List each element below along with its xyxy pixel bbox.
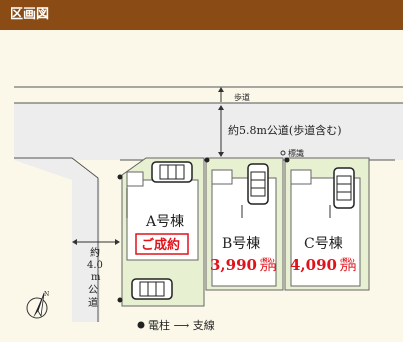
lot-a-name: A号棟 [145, 214, 184, 230]
sign-marker [280, 150, 286, 156]
lot-c-name: C号棟 [304, 236, 343, 252]
main-road-label: 約5.8m公道(歩道含む) [228, 123, 342, 137]
compass-icon [26, 292, 48, 319]
car-icon [131, 278, 173, 300]
lot-a-status: ご成約 [141, 237, 180, 253]
lot-c-annex [290, 169, 312, 185]
page-header: 区画図 [0, 0, 403, 30]
lot-b-price: 3,990 [210, 256, 257, 274]
sold-badge [135, 233, 189, 255]
lot-c-price: 4,090 [290, 256, 337, 274]
side-road-arrowhead-right [115, 239, 120, 245]
sign-label: 標識 [288, 148, 304, 158]
header-title: 区画図 [10, 7, 50, 22]
legend-pole-icon [137, 321, 145, 329]
side-road-label-2: 4.0 [87, 260, 103, 271]
sidewalk-label: 歩道 [234, 92, 250, 102]
compass-label: N [44, 291, 49, 298]
utility-pole [284, 157, 290, 163]
side-road-label-3: m [91, 272, 101, 283]
lot-a-annex [126, 171, 144, 187]
road-edge-bottom [14, 157, 99, 322]
lot-b-tax-note: (税込) [260, 257, 275, 264]
utility-pole [117, 297, 123, 303]
side-road-label-4: 公 [88, 285, 98, 296]
utility-pole [117, 174, 123, 180]
lot-b-unit: 万円 [259, 262, 276, 272]
road-width-arrowhead-bottom [218, 152, 224, 157]
sidewalk-arrowhead [218, 87, 224, 92]
car-icon [247, 163, 269, 205]
car-icon [333, 167, 355, 209]
road-width-arrowhead-top [218, 105, 224, 110]
lot-b-name: B号棟 [222, 236, 260, 252]
lot-b-annex [211, 169, 233, 185]
utility-pole [204, 157, 210, 163]
car-icon [151, 161, 193, 183]
lot-c-tax-note: (税込) [340, 257, 355, 264]
side-road-label-1: 約 [90, 246, 100, 259]
legend-text: 電柱 ⟶ 支線 [148, 318, 215, 332]
side-road-arrowhead-left [72, 239, 77, 245]
side-road-label-5: 道 [88, 296, 98, 309]
lot-c-unit: 万円 [339, 262, 356, 272]
